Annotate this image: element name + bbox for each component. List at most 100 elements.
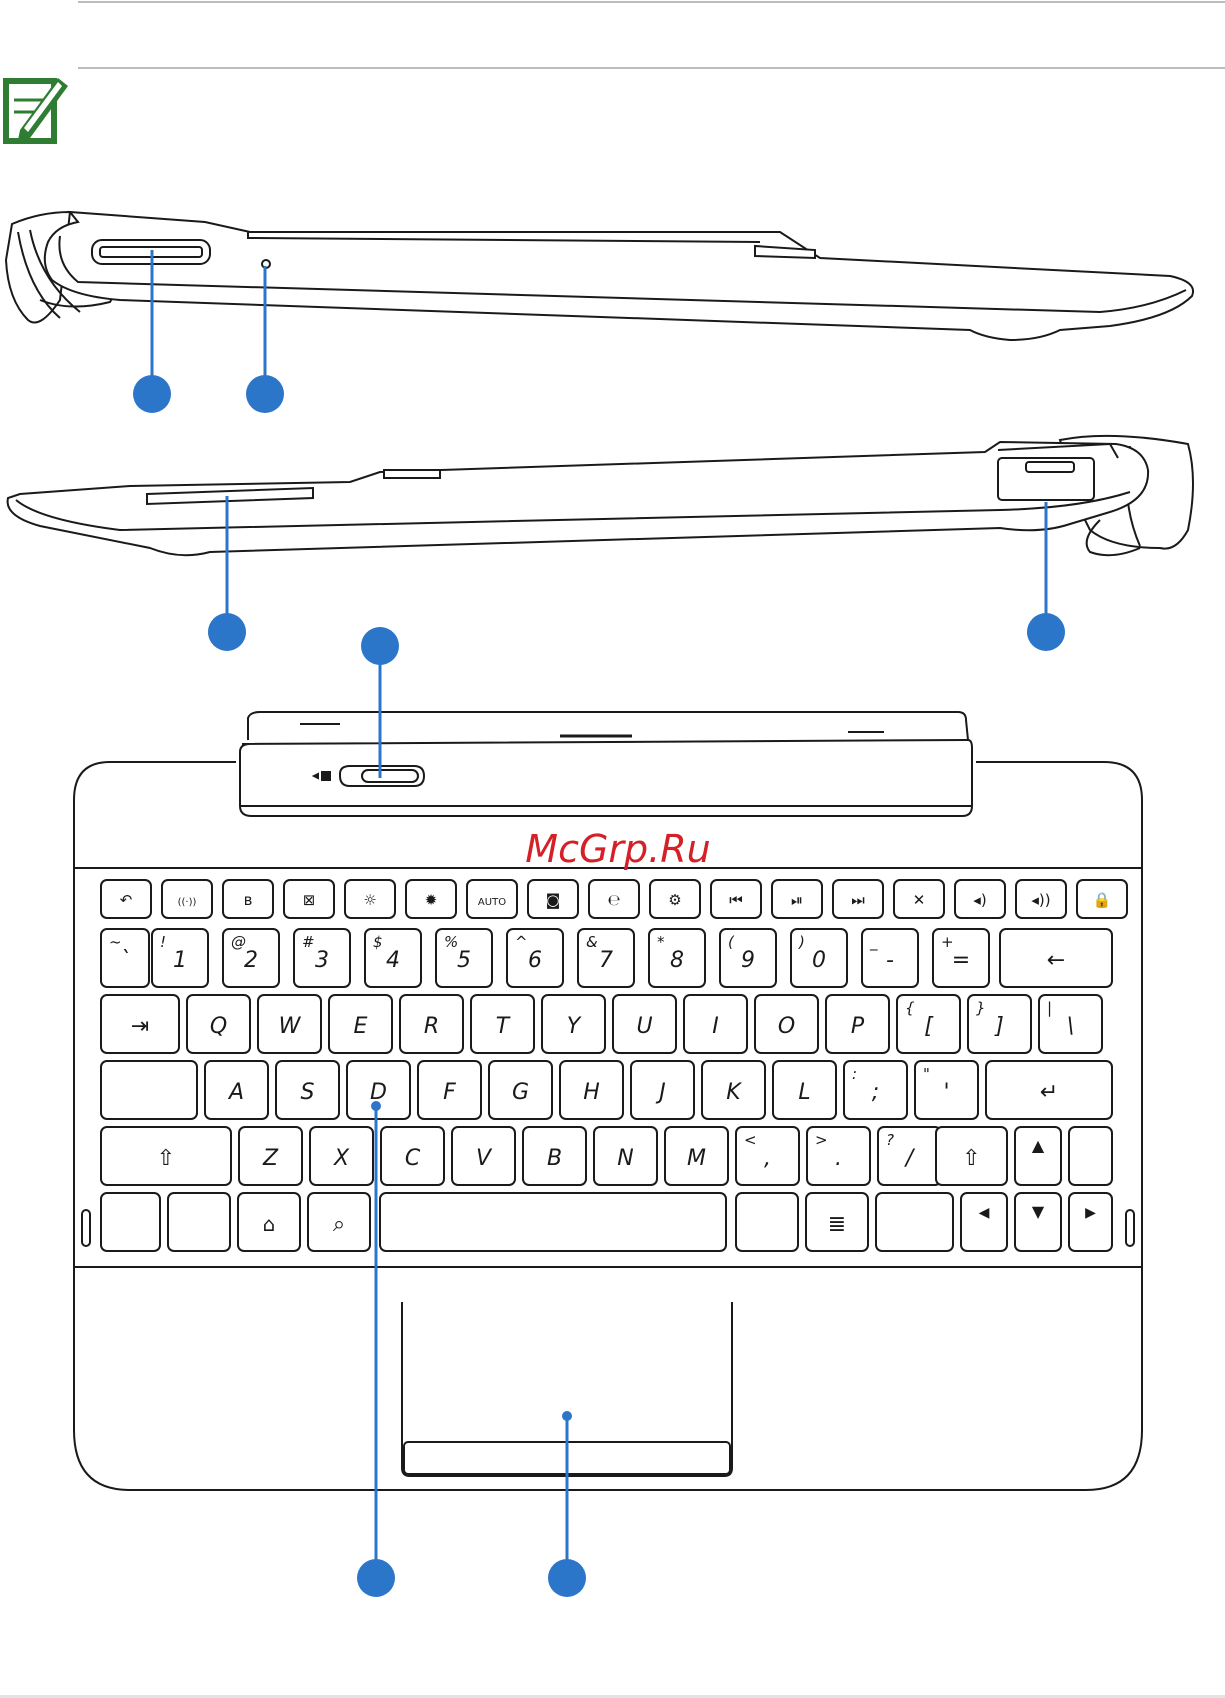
right-shift-key[interactable]: ⇧ <box>936 1127 1007 1185</box>
qwerty-extra-key-1[interactable]: ]} <box>968 995 1031 1053</box>
enter-key[interactable]: ↵ <box>986 1061 1112 1119</box>
key-r[interactable]: R <box>400 995 463 1053</box>
touchpad-toggle-key[interactable]: ⊠ <box>284 880 334 918</box>
screenshot-key-label: ◙ <box>546 891 561 909</box>
key-h[interactable]: H <box>560 1061 623 1119</box>
space-bar[interactable] <box>380 1193 726 1251</box>
number-row-key-2[interactable]: 2@ <box>223 929 279 987</box>
key-i[interactable]: I <box>684 995 747 1053</box>
number-row-key-4-shift-label: $ <box>373 933 383 951</box>
number-row-key-10[interactable]: 0) <box>791 929 847 987</box>
tab-key-label: ⇥ <box>131 1014 149 1039</box>
key-f[interactable]: F <box>418 1061 481 1119</box>
bottom-extra-key-0[interactable]: ,< <box>736 1127 799 1185</box>
left-shift-key-label: ⇧ <box>157 1146 175 1171</box>
right-arrow-key[interactable]: ▶ <box>1069 1193 1112 1251</box>
search-key-label: ⌕ <box>333 1212 345 1237</box>
next-track-key[interactable]: ⏭ <box>833 880 883 918</box>
back-key[interactable]: ↶ <box>101 880 151 918</box>
screenshot-key[interactable]: ◙ <box>528 880 578 918</box>
key-w[interactable]: W <box>258 995 321 1053</box>
home-extra-key-1[interactable]: '" <box>915 1061 978 1119</box>
left-arrow-key[interactable]: ◀ <box>961 1193 1007 1251</box>
key-s[interactable]: S <box>276 1061 339 1119</box>
home-extra-key-0-shift-label: : <box>852 1065 857 1083</box>
home-extra-key-0[interactable]: ;: <box>844 1061 907 1119</box>
browser-key[interactable]: ℮ <box>589 880 639 918</box>
key-e[interactable]: E <box>329 995 392 1053</box>
brightness-up-key[interactable]: ✹ <box>406 880 456 918</box>
bottom-extra-key-1-shift-label: > <box>815 1131 828 1149</box>
number-row-key-3[interactable]: 3# <box>294 929 350 987</box>
number-row-key-6[interactable]: 6^ <box>507 929 563 987</box>
key-k[interactable]: K <box>702 1061 765 1119</box>
key-c[interactable]: C <box>381 1127 444 1185</box>
home-key[interactable]: ⌂ <box>238 1193 300 1251</box>
qwerty-extra-key-2[interactable]: \| <box>1039 995 1102 1053</box>
key-x[interactable]: X <box>310 1127 373 1185</box>
auto-brightness-key[interactable]: AUTO <box>467 880 517 918</box>
key-j[interactable]: J <box>631 1061 694 1119</box>
search-key[interactable]: ⌕ <box>308 1193 370 1251</box>
key-u[interactable]: U <box>613 995 676 1053</box>
key-q[interactable]: Q <box>187 995 250 1053</box>
volume-up-key[interactable]: ◂)) <box>1016 880 1066 918</box>
qwerty-extra-key-0[interactable]: [{ <box>897 995 960 1053</box>
fn-key[interactable] <box>101 1193 160 1251</box>
volume-down-key-label: ◂) <box>973 891 986 909</box>
number-row-key-5[interactable]: 5% <box>436 929 492 987</box>
caps-lock-key[interactable] <box>101 1061 197 1119</box>
key-t[interactable]: T <box>471 995 534 1053</box>
brightness-down-key[interactable]: ☼ <box>345 880 395 918</box>
number-row-key-0[interactable]: `~ <box>101 929 149 987</box>
number-row-key-2-label: 2 <box>244 948 258 973</box>
number-row-key-12[interactable]: =+ <box>933 929 989 987</box>
bottom-extra-key-2-shift-label: ? <box>886 1131 894 1149</box>
bottom-extra-key-1[interactable]: .> <box>807 1127 870 1185</box>
key-v[interactable]: V <box>452 1127 515 1185</box>
ctrl-key[interactable] <box>168 1193 230 1251</box>
key-o[interactable]: O <box>755 995 818 1053</box>
up-arrow-key[interactable]: ▲ <box>1015 1127 1061 1185</box>
key-p[interactable]: P <box>826 995 889 1053</box>
key-m[interactable]: M <box>665 1127 728 1185</box>
previous-track-key[interactable]: ⏮ <box>711 880 761 918</box>
down-arrow-key[interactable]: ▼ <box>1015 1193 1061 1251</box>
key-n[interactable]: N <box>594 1127 657 1185</box>
number-row-key-9[interactable]: 9( <box>720 929 776 987</box>
number-row-key-4[interactable]: 4$ <box>365 929 421 987</box>
key-a[interactable]: A <box>205 1061 268 1119</box>
number-row-key-13[interactable]: ← <box>1000 929 1112 987</box>
key-g[interactable]: G <box>489 1061 552 1119</box>
menu-key[interactable]: ≣ <box>806 1193 868 1251</box>
alt-key[interactable] <box>736 1193 798 1251</box>
left-shift-key[interactable]: ⇧ <box>101 1127 231 1185</box>
ctrl-right-key[interactable] <box>876 1193 953 1251</box>
key-q-label: Q <box>210 1014 227 1039</box>
volume-down-key[interactable]: ◂) <box>955 880 1005 918</box>
bottom-extra-key-2[interactable]: /? <box>878 1127 941 1185</box>
mute-key[interactable]: ✕ <box>894 880 944 918</box>
key-x-label: X <box>333 1146 350 1171</box>
settings-key[interactable]: ⚙ <box>650 880 700 918</box>
number-row-key-1[interactable]: 1! <box>152 929 208 987</box>
lock-key[interactable]: 🔒 <box>1077 880 1127 918</box>
key-l[interactable]: L <box>773 1061 836 1119</box>
number-row-key-11[interactable]: -_ <box>862 929 918 987</box>
key-y[interactable]: Y <box>542 995 605 1053</box>
key-f-label: F <box>443 1080 456 1105</box>
bluetooth-key[interactable]: ʙ <box>223 880 273 918</box>
tab-key[interactable]: ⇥ <box>101 995 179 1053</box>
number-row-key-8[interactable]: 8* <box>649 929 705 987</box>
key-z[interactable]: Z <box>239 1127 302 1185</box>
bottom-extra-key-0-shift-label: < <box>744 1131 757 1149</box>
number-row-key-11-label: - <box>886 948 894 973</box>
page-up-key[interactable] <box>1069 1127 1112 1185</box>
number-row-key-7[interactable]: 7& <box>578 929 634 987</box>
play-pause-key[interactable]: ⏯ <box>772 880 822 918</box>
dock-right-side-view <box>8 436 1193 555</box>
right-arrow-key-label: ▶ <box>1085 1205 1096 1221</box>
key-b[interactable]: B <box>523 1127 586 1185</box>
wireless-key[interactable]: ((·)) <box>162 880 212 918</box>
qwerty-extra-key-2-shift-label: | <box>1047 999 1052 1017</box>
